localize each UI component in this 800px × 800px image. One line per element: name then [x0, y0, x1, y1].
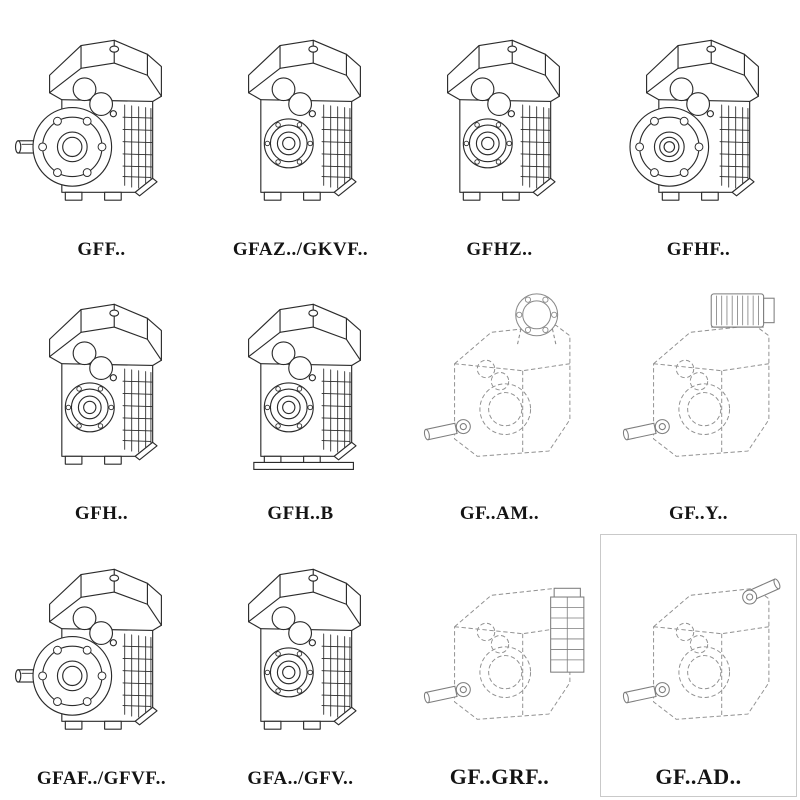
- gearbox-cell-gfaz-gkvf: GFAZ../GKVF..: [201, 4, 400, 269]
- gearbox-cell-gfh: GFH..: [2, 269, 201, 534]
- gearbox-drawing-gfaz-gkvf: [203, 6, 398, 238]
- gearbox-cell-gf-ad: GF..AD..: [599, 533, 798, 798]
- gearbox-model-label: GFH..: [74, 503, 129, 525]
- gearbox-model-label: GF..GRF..: [449, 763, 550, 789]
- gearbox-drawing-gf-y: [601, 271, 796, 503]
- gearbox-cell-gf-y: GF..Y..: [599, 269, 798, 534]
- gearbox-model-label: GFAZ../GKVF..: [232, 238, 369, 260]
- gearbox-drawing-gff: [4, 6, 199, 238]
- gearbox-drawing-gfaf-gfvf: [4, 535, 199, 767]
- gearbox-cell-gfhf: GFHF..: [599, 4, 798, 269]
- gearbox-cell-gf-am: GF..AM..: [400, 269, 599, 534]
- gearbox-model-label: GFF..: [77, 238, 126, 260]
- gearbox-drawing-gfhf: [601, 6, 796, 238]
- gearbox-drawing-gfhz: [402, 6, 597, 238]
- gearbox-model-label: GFA../GFV..: [247, 767, 354, 789]
- gearbox-drawing-gf-ad: [601, 535, 796, 763]
- gearbox-drawing-gf-am: [402, 271, 597, 503]
- gearbox-cell-gfh-b: GFH..B: [201, 269, 400, 534]
- gearbox-drawing-gfh-b: [203, 271, 398, 503]
- gearbox-cell-gfa-gfv: GFA../GFV..: [201, 533, 400, 798]
- gearbox-model-label: GFHZ..: [466, 238, 533, 260]
- gearbox-model-label: GFAF../GFVF..: [36, 767, 167, 789]
- gearbox-cell-gf-grf: GF..GRF..: [400, 533, 599, 798]
- gearbox-drawing-gf-grf: [402, 535, 597, 763]
- gearbox-model-label: GF..AD..: [655, 763, 742, 789]
- gearbox-cell-gfaf-gfvf: GFAF../GFVF..: [2, 533, 201, 798]
- gearbox-model-label: GF..Y..: [668, 503, 729, 525]
- gearbox-model-label: GFHF..: [666, 238, 731, 260]
- gearbox-model-label: GFH..B: [267, 503, 334, 525]
- gearbox-cell-gfhz: GFHZ..: [400, 4, 599, 269]
- gearbox-cell-gff: GFF..: [2, 4, 201, 269]
- gearbox-model-label: GF..AM..: [459, 503, 540, 525]
- gearbox-drawing-gfh: [4, 271, 199, 503]
- gearbox-drawing-gfa-gfv: [203, 535, 398, 767]
